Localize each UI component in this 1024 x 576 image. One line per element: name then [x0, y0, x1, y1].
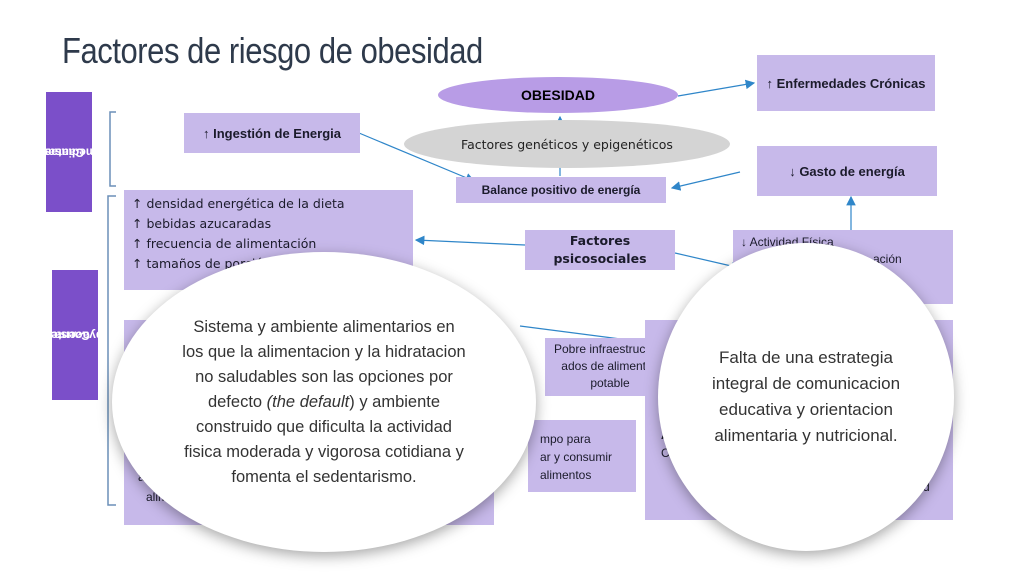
enfermedades-label: ↑ Enfermedades Crónicas: [766, 75, 926, 91]
tiempo-line1: mpo para: [540, 432, 591, 446]
obesidad-node: OBESIDAD: [438, 77, 678, 113]
balance-label: Balance positivo de energía: [481, 183, 641, 197]
dieta-item: ↑ densidad energética de la dieta: [132, 196, 345, 211]
right-box-char-c: C: [661, 446, 670, 460]
bubble-estrategia: Falta de una estrategia integral de comu…: [658, 243, 954, 551]
bracket-subyacentes: [107, 195, 116, 506]
arrow-ingestion-balance: [358, 132, 476, 183]
geneticos-label: Factores genéticos y epigenéticos: [461, 136, 673, 152]
dieta-item: ↑ frecuencia de alimentación: [132, 236, 317, 251]
gasto-box: ↓ Gasto de energía: [757, 146, 937, 196]
psicosociales-box: Factores psicosociales: [525, 230, 675, 270]
recreacion-label: ación: [873, 252, 902, 266]
bubble-sistema-alimentario: Sistema y ambiente alimentarios en los q…: [112, 252, 536, 552]
arrow-gasto-balance: [670, 171, 741, 191]
bracket-inmediatas: [109, 111, 116, 187]
balance-box: Balance positivo de energía: [456, 177, 666, 203]
tiempo-box: mpo para ar y consumir alimentos: [528, 420, 636, 492]
bubble-left-text: Sistema y ambiente alimentarios en los q…: [182, 315, 466, 490]
ingestion-box: ↑ Ingestión de Energia: [184, 113, 360, 153]
bubble-right-text: Falta de una estrategia integral de comu…: [711, 348, 901, 445]
dieta-item: ↑ bebidas azucaradas: [132, 216, 272, 231]
page-title: Factores de riesgo de obesidad: [62, 30, 483, 71]
ingestion-label: ↑ Ingestión de Energia: [203, 125, 341, 141]
enfermedades-box: ↑ Enfermedades Crónicas: [757, 55, 935, 111]
infra-line3: potable: [590, 376, 630, 390]
bubble-left-italic: (the default: [266, 392, 350, 411]
right-box-char-d: d: [923, 480, 930, 494]
tiempo-line3: alimentos: [540, 468, 592, 482]
obesidad-label: OBESIDAD: [521, 87, 595, 103]
geneticos-node: Factores genéticos y epigenéticos: [404, 120, 730, 168]
arrow-obesidad-enfermedades: [677, 79, 756, 97]
psicosociales-label: Factores psicosociales: [553, 233, 647, 266]
infra-line1: Pobre infraestructura: [553, 342, 667, 356]
arrow-psico-dieta: [414, 235, 526, 246]
bubble-left-end: ) y ambiente construido que dificulta la…: [184, 392, 464, 486]
infra-line2: ados de alimentos: [561, 359, 659, 373]
bubble-left-main: Sistema y ambiente alimentarios en los q…: [182, 317, 466, 411]
tiempo-line2: ar y consumir: [540, 450, 613, 464]
gasto-label: ↓ Gasto de energía: [789, 163, 905, 179]
dieta-list: ↑ densidad energética de la dieta ↑ bebi…: [132, 194, 413, 274]
